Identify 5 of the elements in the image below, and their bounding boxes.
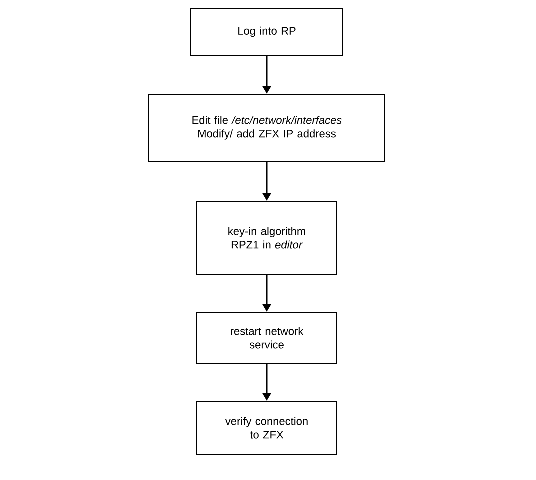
process-box: Log into RP (190, 8, 344, 56)
process-box: restart network service (196, 312, 338, 364)
process-box: Edit file /etc/network/interfaces Modify/ add ZFX IP address (148, 94, 386, 162)
process-box: verify connection to ZFX (196, 401, 338, 455)
process-box: key-in algorithm RPZ1 in editor (196, 201, 338, 275)
